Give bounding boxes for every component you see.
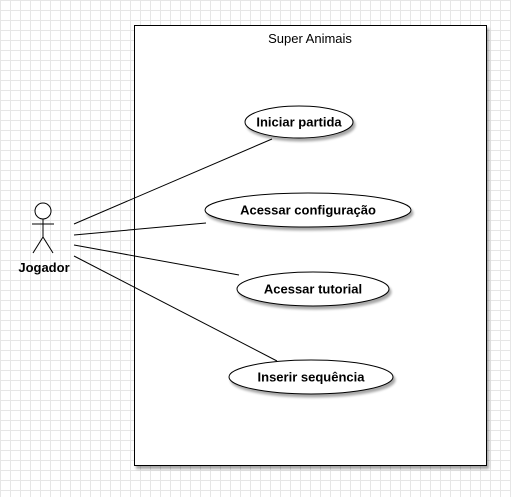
use-case-ellipse: [236, 271, 390, 307]
use-case-iniciar-partida[interactable]: Iniciar partida: [244, 105, 354, 139]
system-boundary[interactable]: Super Animais: [134, 25, 487, 466]
use-case-ellipse: [244, 105, 354, 139]
use-case-acessar-configuracao[interactable]: Acessar configuração: [204, 192, 412, 228]
use-case-acessar-tutorial[interactable]: Acessar tutorial: [236, 271, 390, 307]
association-acessar-configuracao[interactable]: [73, 222, 207, 236]
actor-head: [34, 202, 52, 220]
use-case-ellipse: [228, 359, 394, 395]
use-case-label: Inserir sequência: [258, 370, 366, 385]
use-case-inserir-sequencia[interactable]: Inserir sequência: [228, 359, 394, 395]
use-case-label: Iniciar partida: [256, 115, 342, 130]
association-acessar-tutorial[interactable]: [73, 244, 240, 276]
actor-jogador[interactable]: Jogador: [18, 202, 70, 275]
use-case-label: Acessar configuração: [240, 203, 376, 218]
actor-name: Jogador: [18, 260, 69, 275]
association-iniciar-partida[interactable]: [73, 138, 273, 225]
actor-stick-figure-icon: [32, 202, 54, 254]
association-inserir-sequencia[interactable]: [73, 255, 278, 362]
system-boundary-rect: [134, 25, 487, 466]
actor-left-leg: [32, 236, 44, 254]
associations: [73, 138, 278, 362]
use-case-label: Acessar tutorial: [264, 282, 362, 297]
actor-right-leg: [42, 236, 54, 254]
system-title: Super Animais: [268, 31, 352, 46]
use-case-ellipse: [204, 192, 412, 228]
